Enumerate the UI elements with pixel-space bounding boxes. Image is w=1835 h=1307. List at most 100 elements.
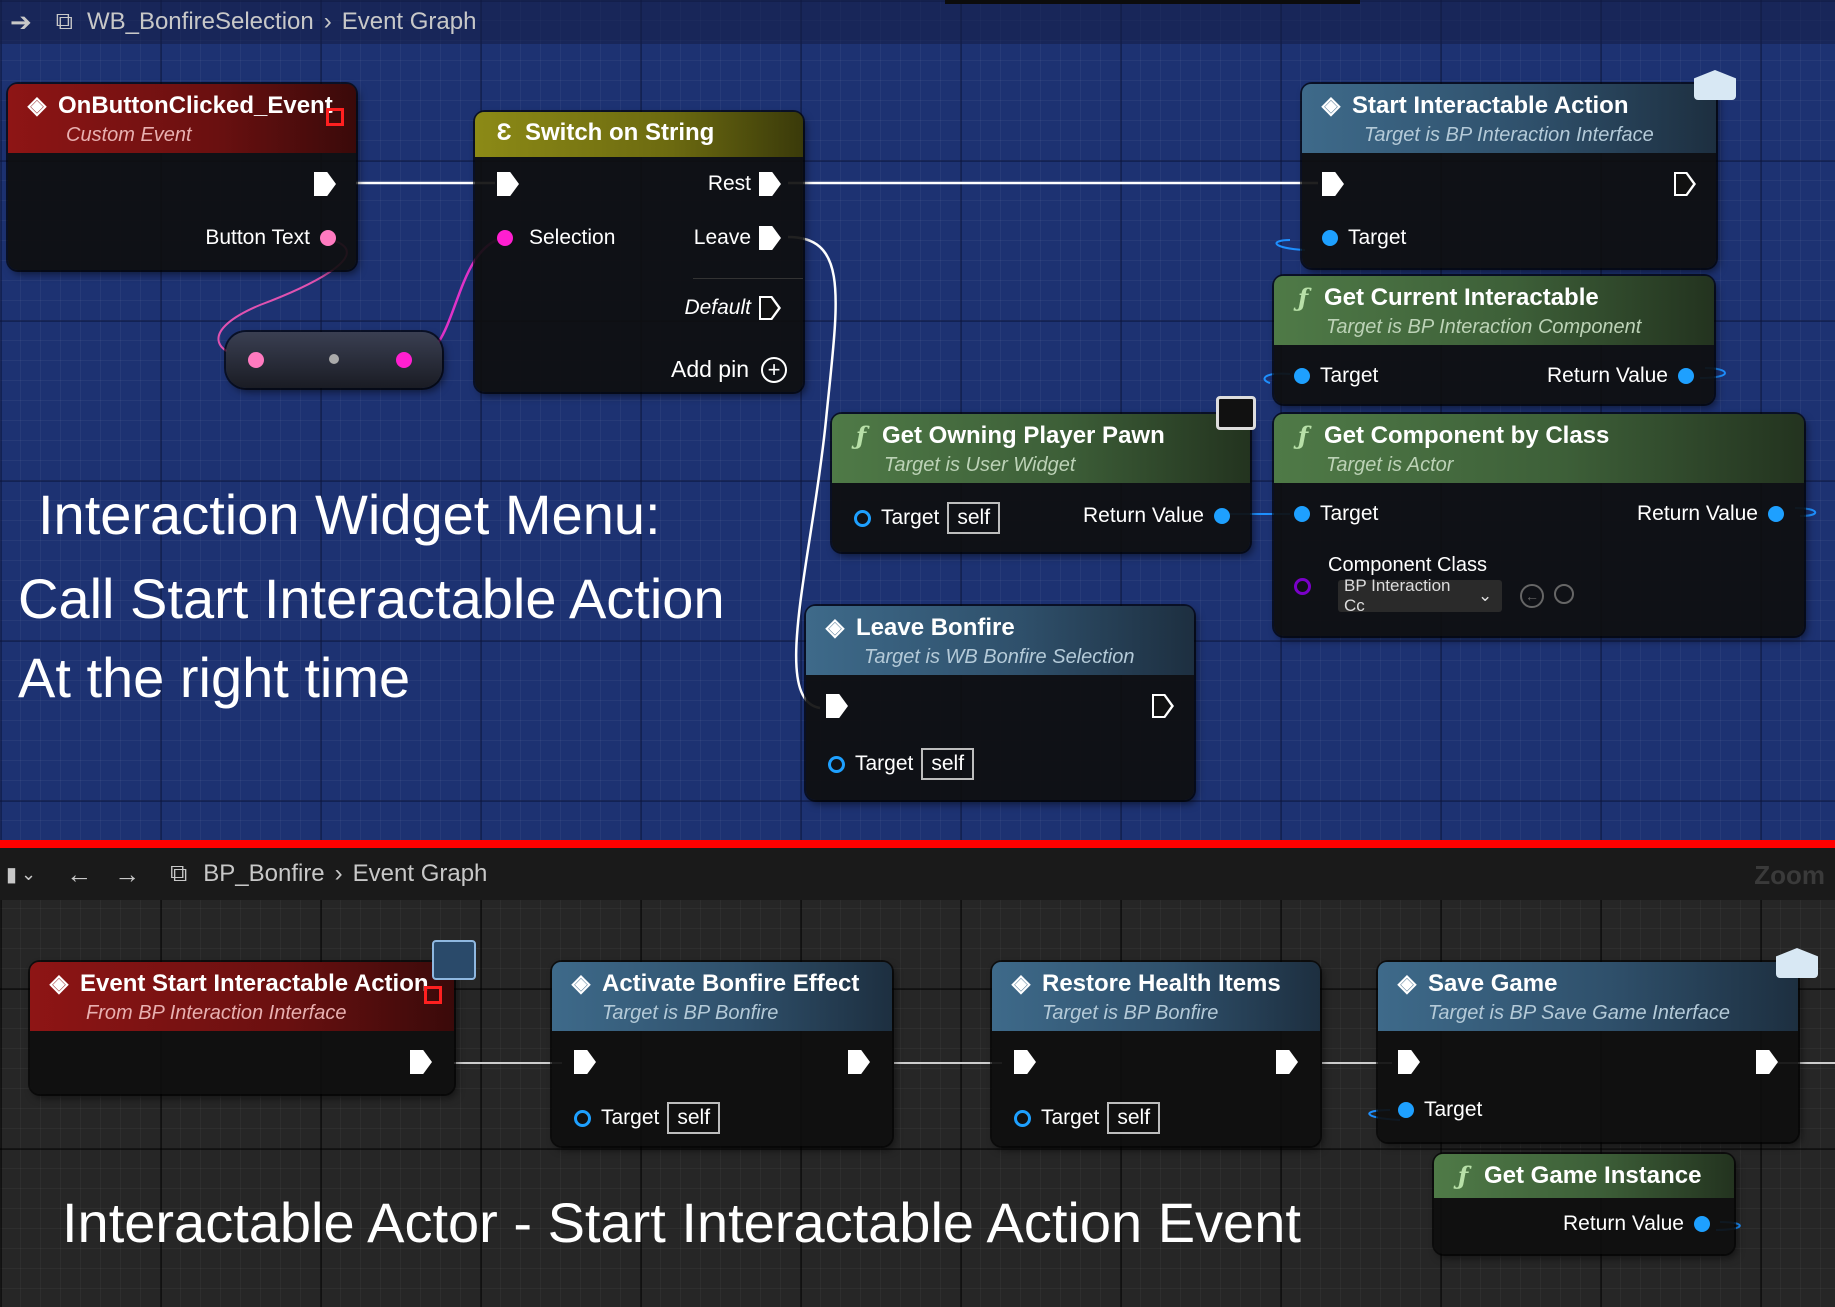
pin-label: Default [684,296,751,319]
target-pin[interactable]: Target [1398,1098,1482,1122]
node-title: Get Game Instance [1484,1161,1702,1189]
string-pin-icon[interactable] [396,352,412,368]
function-call-icon: ◈ [571,970,591,997]
arrow-left-icon[interactable]: ← [66,858,93,889]
self-input[interactable]: self [921,748,975,780]
actor-graph-panel[interactable]: ▮ ⌄ ← → ⧉ BP_Bonfire › Event Graph Zoom … [0,848,1835,1307]
node-title: Restore Health Items [1042,969,1281,997]
function-icon: ƒ [1457,1161,1469,1190]
use-selected-icon[interactable]: ← [1520,584,1544,608]
node-activate-bonfire-effect[interactable]: ◈Activate Bonfire Effect Target is BP Bo… [552,962,892,1146]
breadcrumb-graph[interactable]: WB_BonfireSelection [86,8,314,35]
exec-in-pin[interactable] [826,694,848,718]
exec-out-pin[interactable] [1674,172,1696,196]
class-pin-icon[interactable] [1294,578,1311,595]
comment-line-3: At the right time [18,646,411,709]
target-pin[interactable]: Target self [574,1102,721,1134]
chevron-down-icon[interactable]: ⌄ [21,863,37,884]
pin-label: Return Value [1082,504,1204,527]
exec-in-pin[interactable] [574,1050,596,1074]
breadcrumb-page[interactable]: Event Graph [341,8,477,35]
string-pin-icon [497,230,513,246]
string-pin-icon [320,230,336,246]
exec-out-pin[interactable] [314,172,336,196]
object-pin-icon [1398,1102,1414,1118]
function-call-icon: ◈ [1011,970,1031,997]
object-pin-icon [574,1109,591,1127]
breadcrumb-graph[interactable]: BP_Bonfire [203,860,325,887]
pin-label: Target [855,752,914,775]
component-class-dropdown[interactable]: BP Interaction Cc ⌄ [1338,576,1502,615]
node-on-button-clicked[interactable]: ◈OnButtonClicked_Event Custom Event Butt… [8,84,356,270]
leave-pin[interactable]: Leave [694,226,781,250]
exec-out-pin[interactable] [410,1050,432,1074]
pin-label: Rest [707,172,751,195]
pin-label: Return Value [1546,364,1668,387]
node-get-current-interactable[interactable]: ƒ Get Current Interactable Target is BP I… [1274,276,1714,404]
exec-out-pin[interactable] [1152,694,1174,718]
exec-in-pin[interactable] [1398,1050,1420,1074]
return-value-pin[interactable]: Return Value [1637,502,1784,526]
self-input[interactable]: self [947,502,1001,534]
default-pin[interactable]: Default [684,296,781,320]
exec-out-pin[interactable] [848,1050,870,1074]
browse-search-icon[interactable] [1554,584,1574,604]
function-call-icon: ◈ [1321,92,1341,119]
pin-label: Return Value [1562,1212,1684,1235]
object-pin-icon [1694,1216,1710,1232]
selection-pin[interactable]: Selection [497,226,615,250]
rest-pin[interactable]: Rest [708,172,781,196]
button-text-pin[interactable]: Button Text [205,226,336,250]
self-input[interactable]: self [1107,1102,1161,1134]
top-bar-tab [945,0,1360,4]
return-value-pin[interactable]: Return Value [1083,504,1230,528]
exec-in-pin[interactable] [1322,172,1344,196]
self-input[interactable]: self [667,1102,721,1134]
target-pin[interactable]: Target [1294,502,1378,526]
object-pin-icon [1678,368,1694,384]
node-save-game[interactable]: ◈Save Game Target is BP Save Game Interf… [1378,948,1818,1142]
exec-out-pin[interactable] [1756,1050,1778,1074]
node-subtitle: Custom Event [66,124,192,146]
exec-in-pin[interactable] [497,172,519,196]
reroute-node[interactable] [226,332,442,388]
arrow-right-icon[interactable]: ➔ [10,6,32,37]
add-pin-button[interactable]: Add pin+ [671,356,787,383]
delegate-pin-icon[interactable] [424,986,442,1004]
object-pin-icon [854,509,871,527]
target-pin[interactable]: Target self [828,748,975,780]
pin-label: Target [1320,502,1379,525]
node-leave-bonfire[interactable]: ◈Leave Bonfire Target is WB Bonfire Sele… [806,606,1194,800]
target-pin[interactable]: Target [1322,226,1406,250]
node-start-interactable-action[interactable]: ◈Start Interactable Action Target is BP … [1302,70,1736,268]
pin-label: Target [601,1106,660,1129]
delegate-pin-icon[interactable] [326,108,344,126]
node-event-start-interactable-action[interactable]: ◈Event Start Interactable Action From BP… [30,940,476,1094]
target-pin[interactable]: Target [1294,364,1378,388]
node-restore-health-items[interactable]: ◈Restore Health Items Target is BP Bonfi… [992,962,1320,1146]
string-pin-icon[interactable] [248,352,264,368]
node-title: Get Current Interactable [1324,283,1599,311]
object-pin-icon [828,755,845,773]
arrow-right-icon[interactable]: → [114,858,141,889]
breadcrumb-page[interactable]: Event Graph [352,860,488,887]
breadcrumb: ➔ ⧉ WB_BonfireSelection › Event Graph [0,0,1835,44]
node-subtitle: Target is BP Interaction Component [1326,316,1642,338]
pin-label: Target [1320,364,1379,387]
breadcrumb: ▮ ⌄ ← → ⧉ BP_Bonfire › Event Graph Zoom [0,848,1835,900]
return-value-pin[interactable]: Return Value [1563,1212,1710,1236]
function-icon: ƒ [1297,283,1309,312]
object-pin-icon [1294,368,1310,384]
node-get-game-instance[interactable]: ƒ Get Game Instance Return Value [1434,1154,1734,1254]
exec-out-pin[interactable] [1276,1050,1298,1074]
exec-in-pin[interactable] [1014,1050,1036,1074]
return-value-pin[interactable]: Return Value [1547,364,1694,388]
node-title: Switch on String [525,119,715,146]
bookmark-icon[interactable]: ▮ [6,863,18,886]
widget-graph-panel[interactable]: ➔ ⧉ WB_BonfireSelection › Event Graph ◈O… [0,0,1835,840]
